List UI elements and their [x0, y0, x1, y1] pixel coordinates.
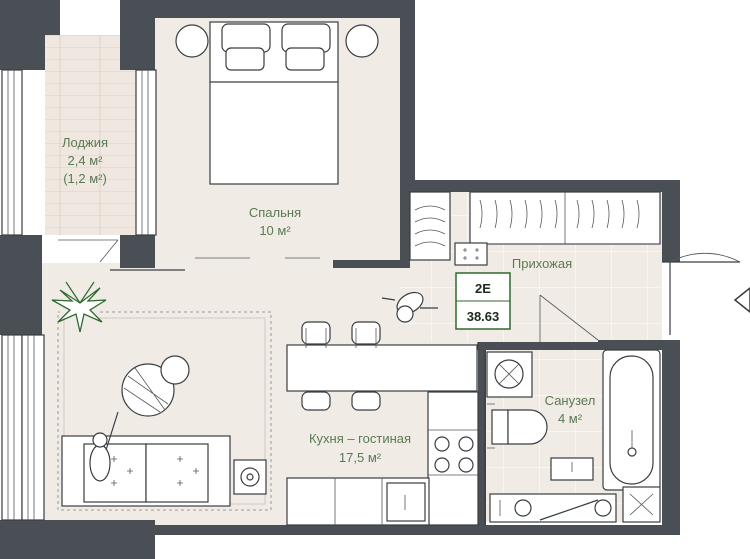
person-icon [89, 411, 119, 482]
plant-icon [51, 281, 107, 333]
wardrobe [409, 191, 661, 266]
unit-total-area: 38.63 [467, 309, 500, 324]
loggia-windows [1, 69, 157, 521]
compass-arrow-icon [733, 287, 750, 313]
round-table [121, 355, 190, 417]
unit-tag: 2E 38.63 [455, 272, 511, 330]
kitchen-living-name: Кухня – гостиная [309, 431, 411, 446]
room-labels: Лоджия 2,4 м² (1,2 м²) Спальня 10 м² При… [62, 135, 595, 465]
kitchen-island [286, 321, 478, 411]
side-table [233, 459, 267, 495]
stove-icon [489, 493, 617, 523]
internal-doors [58, 239, 599, 342]
toilet-icon [487, 403, 548, 449]
walls [0, 0, 680, 559]
hallway-name: Прихожая [512, 256, 572, 271]
washing-machine-icon [486, 351, 533, 398]
kitchen-living-area: 17,5 м² [339, 450, 382, 465]
bedroom-name: Спальня [249, 205, 301, 220]
entry-door [662, 253, 741, 335]
rug [57, 311, 272, 511]
loggia-area-reduced: (1,2 м²) [63, 171, 107, 186]
sink-icon [550, 457, 594, 481]
bathtub-icon [602, 349, 661, 491]
kitchen-counter [286, 391, 479, 526]
loggia-name: Лоджия [62, 135, 108, 150]
person-walking-icon [381, 291, 438, 323]
shower-drain [622, 486, 661, 523]
bedroom-area: 10 м² [259, 223, 291, 238]
bed-icon [175, 21, 379, 185]
unit-code: 2E [475, 281, 491, 296]
loggia-area: 2,4 м² [68, 153, 104, 168]
bathroom-name: Санузел [545, 393, 596, 408]
bathroom-area: 4 м² [558, 411, 583, 426]
partitions [477, 342, 486, 525]
sofa-icon [61, 435, 231, 507]
